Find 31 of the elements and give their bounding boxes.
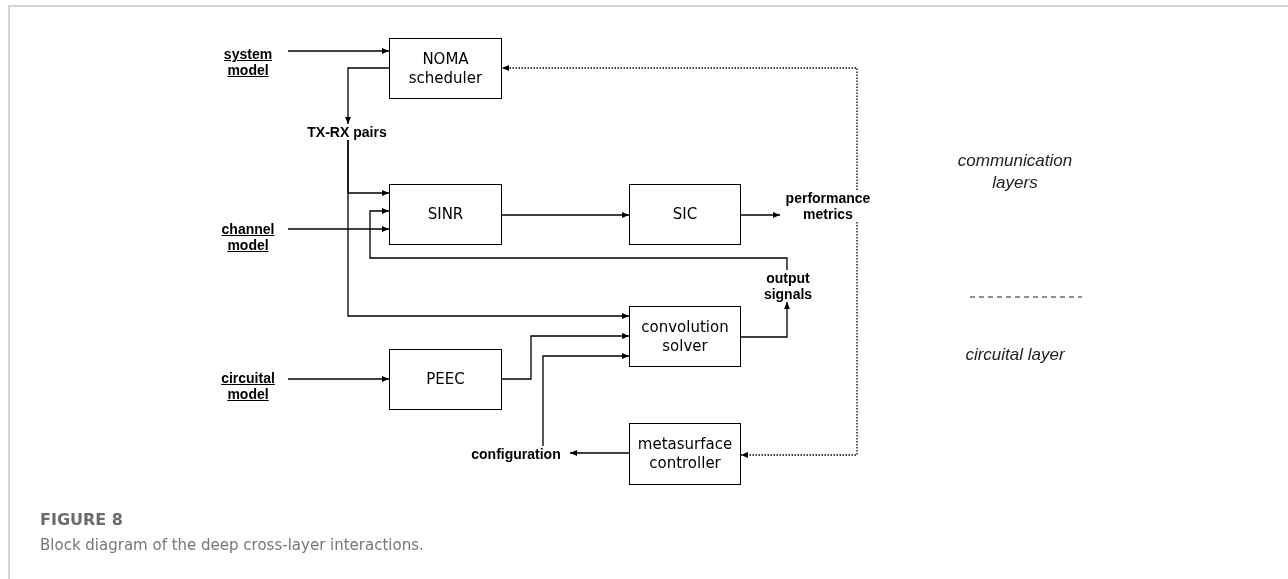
arrow bbox=[287, 48, 390, 54]
figure-title: FIGURE 8 bbox=[40, 510, 123, 529]
process-box: SINR bbox=[389, 184, 502, 245]
process-box: convolution solver bbox=[629, 306, 741, 367]
process-box: PEEC bbox=[389, 349, 502, 410]
process-box: metasurface controller bbox=[629, 423, 741, 485]
arrow bbox=[345, 67, 390, 125]
arrow bbox=[569, 450, 630, 456]
arrow bbox=[740, 212, 781, 218]
arrow bbox=[369, 208, 788, 271]
text-label: circuital model bbox=[208, 370, 288, 402]
text-label: TX-RX pairs bbox=[300, 124, 394, 140]
text-label: system model bbox=[208, 46, 288, 78]
arrow bbox=[347, 139, 630, 319]
text-label: configuration bbox=[462, 446, 570, 462]
arrow bbox=[501, 333, 630, 380]
layer-label: communication layers bbox=[956, 150, 1074, 194]
arrow bbox=[542, 353, 630, 447]
text-label: performance metrics bbox=[780, 190, 876, 222]
arrow bbox=[740, 301, 790, 338]
process-box: SIC bbox=[629, 184, 741, 245]
process-box: NOMA scheduler bbox=[389, 38, 502, 99]
arrow bbox=[501, 65, 858, 191]
layer-label: circuital layer bbox=[964, 344, 1066, 366]
text-label: channel model bbox=[208, 221, 288, 253]
arrow bbox=[287, 226, 390, 232]
text-label: output signals bbox=[752, 270, 824, 302]
arrow bbox=[501, 212, 630, 218]
arrow bbox=[287, 376, 390, 382]
arrow bbox=[740, 221, 858, 458]
figure-caption: Block diagram of the deep cross-layer interactions. bbox=[40, 536, 424, 554]
